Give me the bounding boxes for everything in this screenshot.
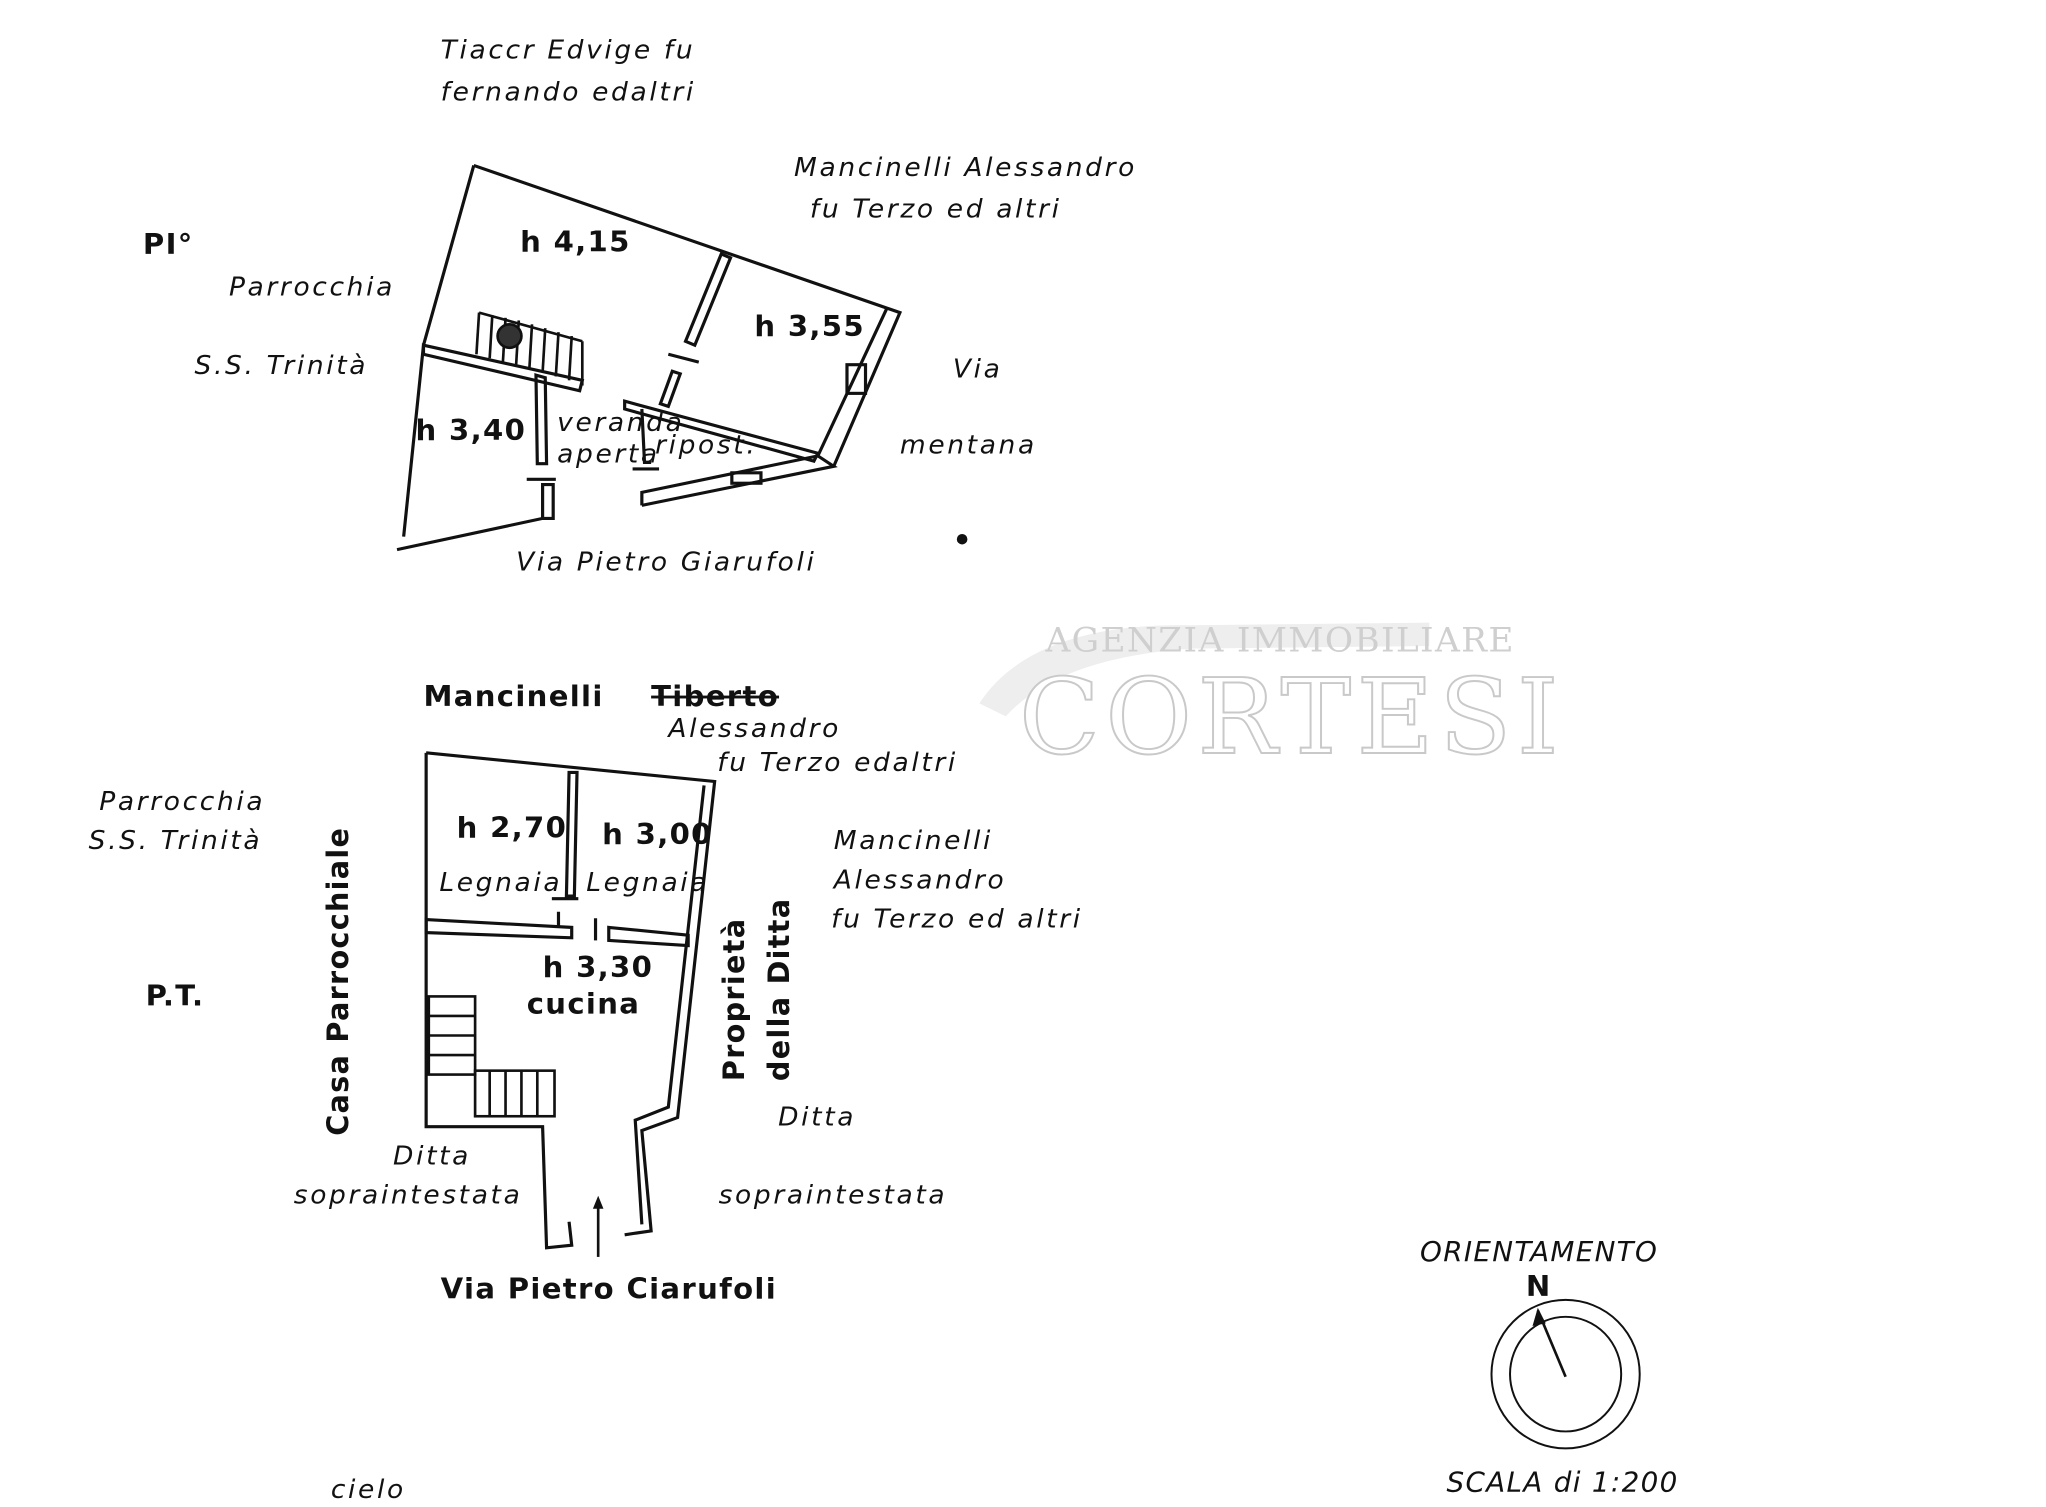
woodshed-partition — [564, 770, 579, 898]
inner-wall-east — [816, 308, 889, 457]
neighbor-west-vertical: Casa Parrocchiale — [321, 827, 355, 1136]
neighbor-east: Alessandro — [832, 865, 1007, 895]
compass-outer-circle-icon — [1490, 1298, 1641, 1450]
entrance-arrow-icon — [592, 1195, 604, 1257]
outer-wall-south-west — [396, 482, 555, 552]
kitchen-wall — [607, 925, 690, 948]
outer-wall-west — [402, 165, 476, 537]
neighbor-east: Mancinelli Alessandro — [794, 153, 1137, 183]
outer-wall — [425, 751, 717, 1237]
scale-label: SCALA di 1:200 — [1446, 1466, 1678, 1499]
floor-label: PI° — [143, 227, 194, 261]
room-label: Legnaia — [439, 868, 562, 898]
room-label: cucina — [527, 987, 641, 1021]
neighbor-east: fu Terzo ed altri — [831, 905, 1083, 935]
first-floor-plan: Tiaccr Edvige fu fernando edaltri Mancin… — [143, 36, 1137, 578]
neighbor-east: fu Terzo ed altri — [810, 195, 1062, 225]
neighbor-north: fu Terzo edaltri — [717, 748, 958, 778]
room-height-label: h 2,70 — [457, 811, 568, 845]
neighbor-east-vertical: Proprietà — [717, 918, 751, 1081]
cielo-label: cielo — [331, 1475, 406, 1505]
neighbor-south-east: sopraintestata — [719, 1181, 948, 1211]
neighbor-east-vertical: della Ditta — [762, 898, 796, 1082]
room-height-label: h 3,00 — [602, 817, 713, 851]
room-height-label: h 3,30 — [543, 950, 654, 984]
neighbor-west: Parrocchia — [229, 273, 395, 303]
compass-inner-circle-icon — [1509, 1315, 1623, 1433]
street-label: Via Pietro Giarufoli — [516, 548, 816, 578]
north-letter: N — [1526, 1269, 1552, 1303]
room-height-label: h 3,55 — [754, 309, 865, 343]
neighbor-north-struck: Tiberto — [651, 679, 779, 713]
street-label: Via Pietro Ciarufoli — [441, 1272, 777, 1306]
street-label: Via — [953, 355, 1003, 385]
compass: ORIENTAMENTO N SCALA di 1:200 — [1420, 1235, 1678, 1499]
staircase — [427, 995, 556, 1118]
room-label: aperta — [557, 440, 660, 470]
neighbor-north: Tiaccr Edvige fu — [441, 36, 696, 66]
watermark-brand: CORTESI — [1019, 656, 1564, 778]
street-label: mentana — [900, 430, 1037, 460]
veranda-wall — [534, 373, 549, 466]
neighbor-north: fernando edaltri — [441, 77, 696, 107]
neighbor-north: Mancinelli — [423, 679, 603, 713]
watermark-agency: AGENZIA IMMOBILIARE — [1044, 621, 1514, 661]
room-label: ripost. — [655, 430, 757, 460]
neighbor-south-west: Ditta — [393, 1142, 471, 1172]
watermark: AGENZIA IMMOBILIARE CORTESI — [979, 621, 1564, 779]
floor-label: P.T. — [146, 979, 205, 1013]
neighbor-south-west: sopraintestata — [294, 1181, 523, 1211]
room-height-label: h 3,40 — [416, 413, 527, 447]
outer-wall-south-east — [640, 454, 838, 507]
room-height-label: h 4,15 — [520, 225, 631, 259]
neighbor-west: Parrocchia — [99, 787, 265, 817]
neighbor-south-east: Ditta — [778, 1103, 856, 1133]
neighbor-east: Mancinelli — [834, 826, 993, 856]
room-label: veranda — [557, 408, 684, 438]
orientation-title: ORIENTAMENTO — [1420, 1235, 1658, 1268]
partition-wall — [683, 251, 733, 348]
neighbor-west: S.S. Trinità — [89, 826, 263, 856]
outer-wall-west — [424, 752, 574, 1250]
neighbor-west: S.S. Trinità — [195, 351, 369, 381]
storage-wall — [623, 399, 821, 463]
kitchen-wall — [424, 917, 574, 940]
staircase — [475, 311, 584, 386]
window — [730, 471, 763, 485]
neighbor-north: Alessandro — [666, 714, 841, 744]
room-label: Legnaia — [586, 868, 709, 898]
window — [845, 363, 868, 395]
ground-floor-plan: Mancinelli Tiberto Alessandro fu Terzo e… — [89, 679, 1083, 1306]
outer-wall-north-east — [473, 163, 903, 467]
